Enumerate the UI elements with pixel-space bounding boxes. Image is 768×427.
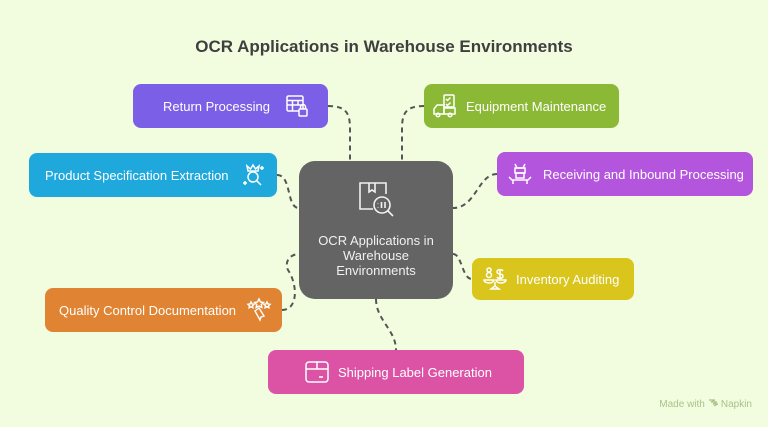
footer-brand: Napkin — [720, 399, 752, 410]
node-label: Equipment Maintenance — [466, 98, 607, 114]
node-label: Return Processing — [163, 98, 270, 114]
napkin-logo-icon — [708, 398, 719, 411]
table-lock-icon — [284, 93, 310, 119]
node-inventory-auditing[interactable]: Inventory Auditing — [472, 258, 634, 300]
robot-arm-icon — [507, 161, 533, 187]
connector-return-processing — [327, 105, 351, 161]
node-label: Quality Control Documentation — [59, 302, 237, 318]
node-label: Receiving and Inbound Processing — [543, 166, 744, 182]
balance-scale-icon — [482, 266, 508, 292]
connector-receiving — [452, 173, 498, 209]
diagram-title: OCR Applications in Warehouse Environmen… — [195, 37, 573, 56]
connector-inventory-auditing — [452, 253, 473, 280]
node-quality-control-documentation[interactable]: Quality Control Documentation — [45, 288, 282, 332]
footer-prefix: Made with — [659, 399, 705, 410]
connector-equipment-maintenance — [401, 105, 425, 161]
node-label: Shipping Label Generation — [338, 364, 492, 380]
central-topic-node[interactable]: OCR Applications in Warehouse Environmen… — [299, 161, 453, 299]
node-product-specification-extraction[interactable]: Product Specification Extraction — [29, 153, 277, 197]
truck-checklist-icon — [432, 93, 458, 119]
node-label: Inventory Auditing — [516, 271, 620, 287]
central-topic-label: OCR Applications in Warehouse Environmen… — [318, 233, 434, 278]
crown-search-icon — [241, 162, 267, 188]
stars-badge-icon — [246, 297, 272, 323]
node-shipping-label-generation[interactable]: Shipping Label Generation — [268, 350, 524, 394]
node-return-processing[interactable]: Return Processing — [133, 84, 328, 128]
node-equipment-maintenance[interactable]: Equipment Maintenance — [424, 84, 619, 128]
made-with-napkin-watermark: Made with Napkin — [659, 398, 752, 411]
node-receiving-and-inbound-processing[interactable]: Receiving and Inbound Processing — [497, 152, 753, 196]
node-label: Product Specification Extraction — [45, 167, 229, 183]
connector-quality-control — [281, 253, 300, 311]
connector-shipping-label — [375, 298, 397, 351]
connector-product-specification — [276, 174, 300, 209]
package-search-icon — [356, 179, 396, 219]
box-icon — [304, 359, 330, 385]
